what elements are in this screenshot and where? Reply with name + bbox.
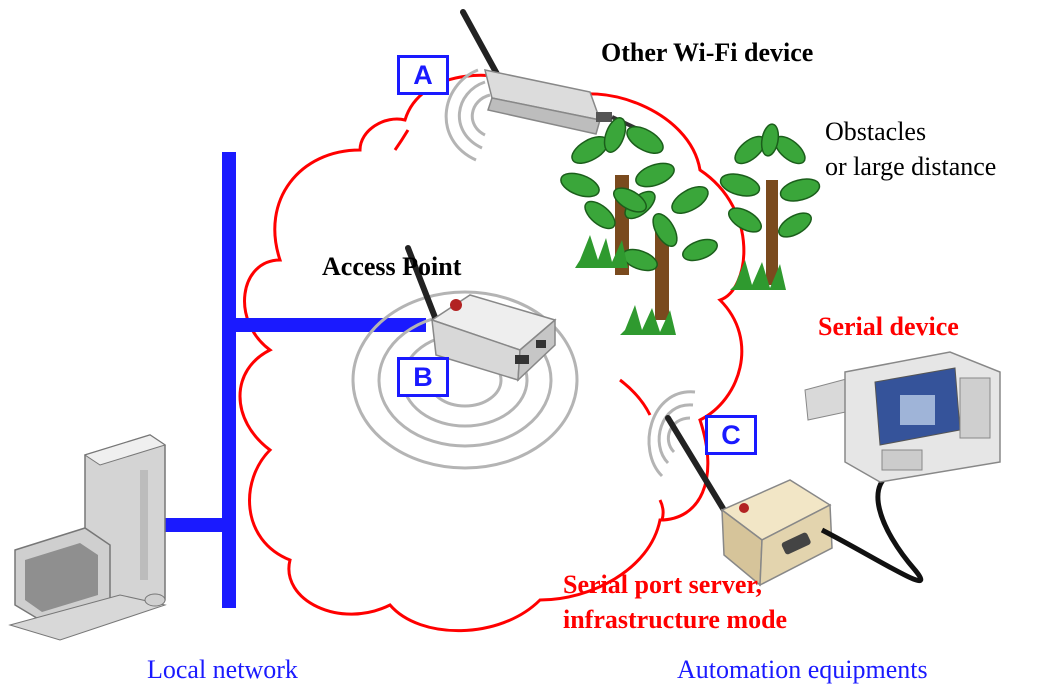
serial-device-label: Serial device bbox=[818, 312, 959, 341]
marker-c: C bbox=[705, 415, 757, 455]
marker-b: B bbox=[397, 357, 449, 397]
device-c-waves bbox=[647, 390, 696, 478]
obstacle-trees bbox=[560, 117, 821, 335]
cloud-inner-arc-2 bbox=[619, 378, 652, 416]
cloud-inner-arc-3 bbox=[658, 499, 665, 521]
device-a-waves bbox=[444, 68, 491, 162]
obstacles-label-line1: Obstacles bbox=[825, 117, 927, 146]
serial-port-server-label-line2: infrastructure mode bbox=[563, 605, 788, 634]
access-point-label: Access Point bbox=[322, 252, 462, 281]
serial-port-server-label-line1: Serial port server, bbox=[563, 570, 763, 599]
wifi-device-a bbox=[460, 9, 641, 135]
other-wifi-device-label: Other Wi-Fi device bbox=[601, 38, 814, 67]
marker-a: A bbox=[397, 55, 449, 95]
network-backbone bbox=[222, 152, 236, 608]
serial-cable bbox=[820, 467, 924, 583]
wireless-coverage-cloud bbox=[238, 73, 746, 633]
access-point-device bbox=[405, 245, 557, 382]
serial-port-server-device bbox=[665, 415, 833, 587]
computer-workstation bbox=[8, 434, 167, 641]
automation-equipments-caption: Automation equipments bbox=[677, 655, 928, 684]
cloud-inner-arc-1 bbox=[393, 129, 410, 151]
obstacles-label-line2: or large distance bbox=[825, 152, 997, 181]
backbone-to-computer bbox=[165, 518, 223, 532]
backbone-to-access-point bbox=[236, 318, 426, 332]
serial-device-machine bbox=[804, 351, 1001, 483]
local-network-caption: Local network bbox=[147, 655, 298, 684]
